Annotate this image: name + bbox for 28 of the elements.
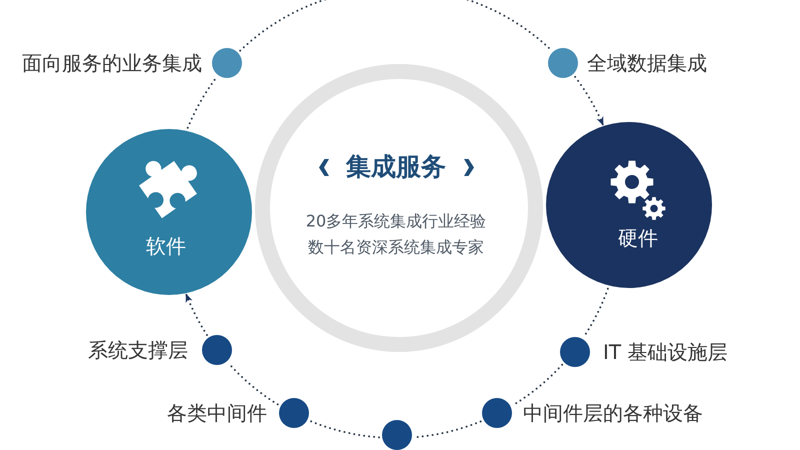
dot-icon xyxy=(202,335,232,365)
ring-frame xyxy=(255,64,543,352)
description-text: 数十名资深系统集成专家 xyxy=(308,237,484,257)
dot-icon xyxy=(560,337,590,367)
dotted-connector xyxy=(228,362,279,406)
dot-label: 全域数据集成 xyxy=(587,51,707,75)
dot-label: IT 基础设施层 xyxy=(603,340,728,364)
dot-label: 面向服务的业务集成 xyxy=(22,51,202,75)
circle-label: 硬件 xyxy=(618,226,658,250)
dot-icon xyxy=(279,398,309,428)
heading-text: 集成服务 xyxy=(346,152,446,182)
dotted-connector xyxy=(414,420,482,438)
dot-label: 各类中间件 xyxy=(167,401,267,425)
dot-icon xyxy=(548,48,578,78)
dot-label: 系统支撑层 xyxy=(88,338,188,362)
dot-icon xyxy=(482,398,512,428)
description-text: 20多年系统集成行业经验 xyxy=(306,211,486,231)
dotted-arrow xyxy=(574,76,604,126)
dotted-connector xyxy=(512,364,564,406)
dot-icon xyxy=(382,420,412,450)
dotted-connector xyxy=(310,420,380,438)
dotted-connector xyxy=(583,288,609,338)
dot-icon xyxy=(212,48,242,78)
dotted-connector xyxy=(239,0,552,52)
dotted-connector xyxy=(186,76,218,129)
dotted-arrow xyxy=(185,293,208,336)
dot-label: 中间件层的各种设备 xyxy=(523,401,703,425)
circle-label: 软件 xyxy=(146,234,186,258)
